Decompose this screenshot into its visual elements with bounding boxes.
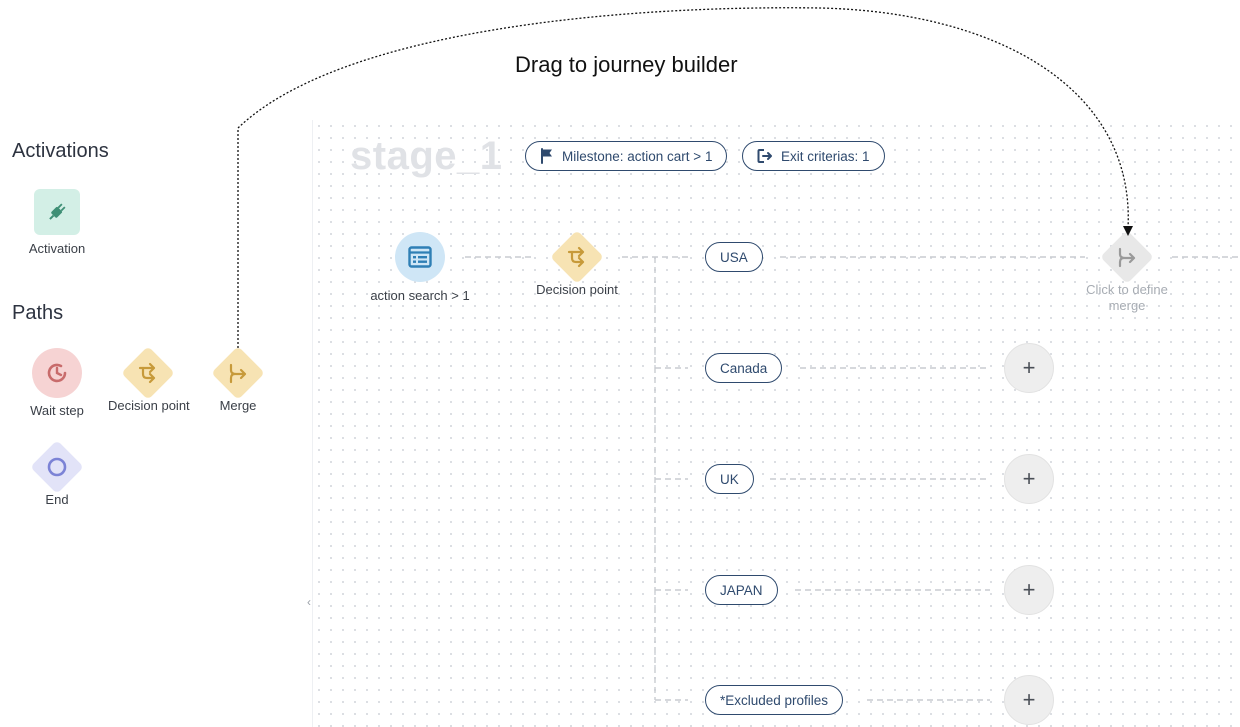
wait-clock-icon — [32, 348, 82, 398]
activations-section-title: Activations — [12, 140, 109, 162]
exit-criteria-label: Exit criterias: 1 — [781, 148, 870, 164]
palette-item-wait-step[interactable]: Wait step — [17, 348, 97, 418]
activation-label: Activation — [28, 241, 86, 256]
merge-label: Merge — [219, 398, 257, 413]
decision-point-node-label: Decision point — [536, 282, 618, 297]
branch-japan[interactable]: JAPAN — [705, 575, 778, 605]
add-step-button-canada[interactable]: + — [1004, 343, 1054, 393]
merge-icon — [211, 346, 265, 400]
collapse-sidebar-chevron-icon[interactable]: ‹ — [307, 595, 311, 609]
annotation-title: Drag to journey builder — [515, 52, 738, 77]
end-circle-icon — [30, 440, 84, 494]
decision-point-node[interactable]: Decision point — [527, 230, 627, 298]
merge-node-label: Click to define merge — [1086, 282, 1168, 313]
add-step-button-uk[interactable]: + — [1004, 454, 1054, 504]
browser-window-icon — [395, 232, 445, 282]
palette-item-decision-point[interactable]: Decision point — [108, 346, 190, 413]
end-label: End — [45, 492, 69, 507]
flag-icon — [541, 148, 552, 164]
wait-step-label: Wait step — [30, 403, 84, 418]
branch-label: JAPAN — [720, 582, 763, 598]
milestone-label: Milestone: action cart > 1 — [562, 148, 713, 164]
milestone-pill[interactable]: Milestone: action cart > 1 — [525, 141, 728, 171]
branch-label: Canada — [720, 360, 768, 376]
plug-icon — [34, 189, 80, 235]
branch-label: USA — [720, 249, 748, 265]
decision-split-icon — [550, 230, 604, 284]
plus-icon: + — [1022, 577, 1036, 602]
branch-label: *Excluded profiles — [720, 692, 829, 708]
stage-title[interactable]: stage_1 — [350, 134, 503, 178]
exit-criteria-pill[interactable]: Exit criterias: 1 — [742, 141, 885, 171]
palette-item-end[interactable]: End — [17, 440, 97, 507]
plus-icon: + — [1022, 466, 1036, 491]
decision-split-icon — [121, 346, 175, 400]
merge-icon — [1100, 230, 1154, 284]
action-search-node[interactable]: action search > 1 — [370, 232, 470, 304]
add-step-button-excluded[interactable]: + — [1004, 675, 1054, 725]
plus-icon: + — [1022, 687, 1036, 712]
palette-item-activation[interactable]: Activation — [17, 189, 97, 256]
paths-section-title: Paths — [12, 302, 64, 324]
branch-label: UK — [720, 471, 739, 487]
branch-uk[interactable]: UK — [705, 464, 754, 494]
branch-canada[interactable]: Canada — [705, 353, 783, 383]
merge-node[interactable]: Click to define merge — [1077, 230, 1177, 314]
action-search-label: action search > 1 — [370, 288, 470, 303]
journey-canvas[interactable] — [312, 120, 1240, 727]
branch-excluded-profiles[interactable]: *Excluded profiles — [705, 685, 844, 715]
branch-usa[interactable]: USA — [705, 242, 763, 272]
palette-item-merge[interactable]: Merge — [198, 346, 278, 413]
plus-icon: + — [1022, 355, 1036, 380]
exit-icon — [757, 149, 772, 163]
add-step-button-japan[interactable]: + — [1004, 565, 1054, 615]
decision-point-label: Decision point — [108, 398, 190, 413]
